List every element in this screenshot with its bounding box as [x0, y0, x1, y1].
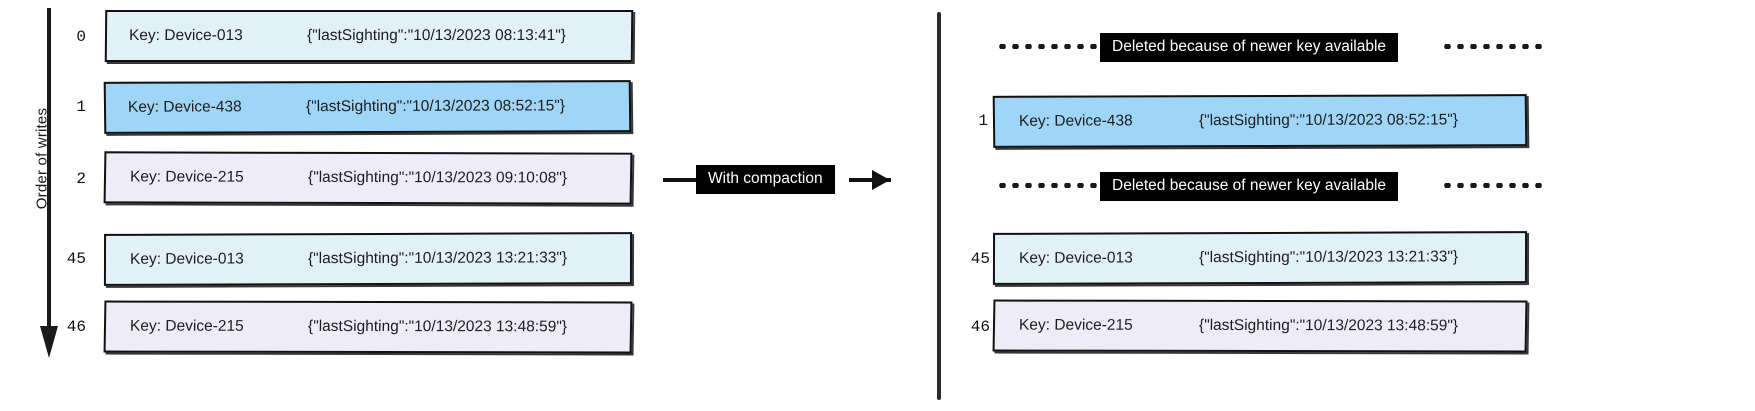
right-record-index-46: 46 — [970, 318, 990, 336]
left-record-index-0: 0 — [76, 28, 86, 46]
compaction-connector-left — [663, 178, 703, 182]
compaction-connector-right — [849, 178, 891, 182]
with-compaction-label: With compaction — [696, 165, 835, 194]
left-record-index-45: 45 — [66, 250, 86, 268]
right-record-46-key: Key: Device-215 — [1018, 316, 1133, 334]
left-record-46-value: {"lastSighting":"10/13/2023 13:48:59"} — [307, 317, 568, 336]
right-record-45-value: {"lastSighting":"10/13/2023 13:21:33"} — [1198, 248, 1459, 267]
panel-divider — [937, 12, 941, 400]
right-record-45-key: Key: Device-013 — [1018, 249, 1133, 267]
left-record-0-value: {"lastSighting":"10/13/2023 08:13:41"} — [306, 27, 567, 44]
left-record-2[interactable]: Key: Device-215 {"lastSighting":"10/13/2… — [103, 151, 633, 205]
order-of-writes-arrow-icon — [40, 8, 58, 358]
right-record-45[interactable]: Key: Device-013 {"lastSighting":"10/13/2… — [992, 231, 1528, 285]
deleted-marker-1-label: Deleted because of newer key available — [1100, 33, 1399, 62]
deleted-marker-1-dots-right — [1441, 44, 1545, 49]
left-record-45-key: Key: Device-013 — [129, 250, 244, 268]
left-record-index-2: 2 — [76, 170, 86, 188]
left-record-45-value: {"lastSighting":"10/13/2023 13:21:33"} — [307, 249, 568, 268]
right-record-1-key: Key: Device-438 — [1018, 112, 1133, 130]
left-record-1[interactable]: Key: Device-438 {"lastSighting":"10/13/2… — [103, 80, 632, 134]
left-record-2-key: Key: Device-215 — [129, 168, 244, 186]
left-record-46-key: Key: Device-215 — [129, 317, 244, 335]
deleted-marker-2-dots-right — [1441, 183, 1545, 188]
compaction-arrow-icon — [872, 170, 890, 190]
right-record-46-value: {"lastSighting":"10/13/2023 13:48:59"} — [1198, 316, 1459, 335]
left-record-0[interactable]: Key: Device-013 {"lastSighting":"10/13/2… — [104, 10, 634, 62]
left-record-46[interactable]: Key: Device-215 {"lastSighting":"10/13/2… — [103, 300, 633, 354]
left-record-1-value: {"lastSighting":"10/13/2023 08:52:15"} — [305, 97, 566, 116]
right-record-46[interactable]: Key: Device-215 {"lastSighting":"10/13/2… — [992, 299, 1528, 353]
right-record-index-1: 1 — [978, 112, 988, 130]
right-record-index-45: 45 — [970, 250, 990, 268]
left-record-0-key: Key: Device-013 — [128, 27, 243, 44]
deleted-marker-2-label: Deleted because of newer key available — [1100, 172, 1399, 201]
deleted-marker-2-dots-left — [996, 183, 1100, 188]
right-record-1[interactable]: Key: Device-438 {"lastSighting":"10/13/2… — [992, 94, 1528, 148]
right-record-1-value: {"lastSighting":"10/13/2023 08:52:15"} — [1198, 111, 1459, 130]
left-record-2-value: {"lastSighting":"10/13/2023 09:10:08"} — [307, 168, 568, 187]
deleted-marker-1-dots-left — [996, 44, 1100, 49]
left-record-index-1: 1 — [76, 98, 86, 116]
left-record-index-46: 46 — [66, 318, 86, 336]
left-record-1-key: Key: Device-438 — [127, 98, 242, 116]
left-record-45[interactable]: Key: Device-013 {"lastSighting":"10/13/2… — [103, 232, 633, 286]
